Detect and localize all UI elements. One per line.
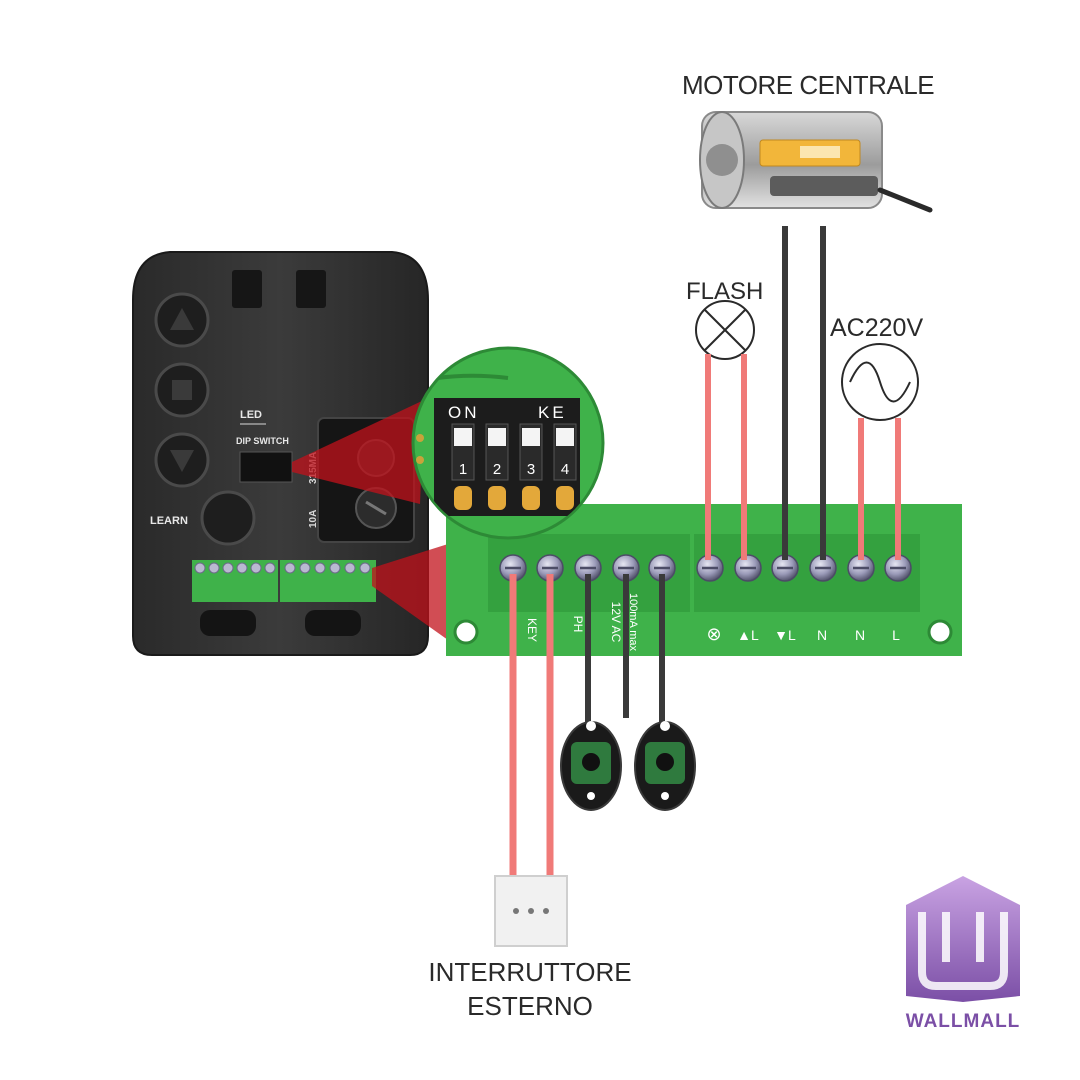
receiver-unit: LED DIP SWITCH LEARN 315MA 10A <box>132 251 429 656</box>
motor-label: MOTORE CENTRALE <box>682 70 935 100</box>
receiver-fuse-main-label: 10A <box>308 510 319 528</box>
terminal-board: KEY PH 12V AC 100mA max ⊗ ▲L ▼L N N L <box>446 504 962 656</box>
terminal-screw <box>499 554 527 582</box>
terminal-label: PH <box>571 616 585 633</box>
photocell-left <box>560 721 622 811</box>
zoom-cone-terminal <box>372 544 448 640</box>
receiver-led-label: LED <box>240 409 262 421</box>
terminal-screw <box>536 554 564 582</box>
brand-label: WALLMALL <box>905 1011 1021 1032</box>
terminal-label: KEY <box>525 618 539 642</box>
dip-switch-toggle: 2 <box>485 423 509 510</box>
terminal-screw <box>809 554 837 582</box>
dip-switch-toggle: 3 <box>519 423 543 510</box>
terminal-label: N <box>855 627 865 643</box>
switch-label: INTERRUTTORE ESTERNO <box>428 957 632 1021</box>
dip-switch-number: 2 <box>493 461 501 478</box>
terminal-label: ⊗ <box>706 624 721 644</box>
ac-source-symbol <box>841 343 919 421</box>
flash-label: FLASH <box>686 278 764 305</box>
receiver-dip-switch <box>239 451 293 483</box>
dip-switch-toggle: 1 <box>451 423 475 510</box>
terminal-screw <box>734 554 762 582</box>
remote-button-down <box>154 432 210 488</box>
dip-switch-number: 3 <box>527 461 535 478</box>
photocell-right <box>634 721 696 811</box>
ac-label: AC220V <box>830 314 924 342</box>
flash-lamp-symbol <box>695 300 755 360</box>
terminal-label: 100mA max <box>627 593 639 652</box>
dip-switch-zoom: 1 2 3 4 ON KE <box>411 346 605 540</box>
terminal-screw <box>847 554 875 582</box>
zoom-cone-dip <box>292 400 424 504</box>
terminal-label: N <box>817 627 827 643</box>
wallmall-logo-icon <box>906 876 1020 1002</box>
dip-switch-toggle: 4 <box>553 423 577 510</box>
external-switch-plate <box>494 875 568 947</box>
dip-switch-number: 1 <box>459 461 467 478</box>
dip-ke-label: KE <box>538 403 567 422</box>
learn-button <box>200 490 256 546</box>
remote-button-up <box>154 292 210 348</box>
dip-switch-number: 4 <box>561 461 569 478</box>
terminal-label: ▲L <box>737 627 759 643</box>
terminal-label: ▼L <box>774 627 796 643</box>
terminal-label: 12V AC <box>609 602 623 643</box>
terminal-label: L <box>892 627 900 643</box>
receiver-learn-label: LEARN <box>150 515 188 527</box>
receiver-dip-switch-label: DIP SWITCH <box>236 436 289 446</box>
remote-button-stop <box>154 362 210 418</box>
dip-on-label: ON <box>448 403 480 422</box>
central-motor <box>699 111 933 213</box>
